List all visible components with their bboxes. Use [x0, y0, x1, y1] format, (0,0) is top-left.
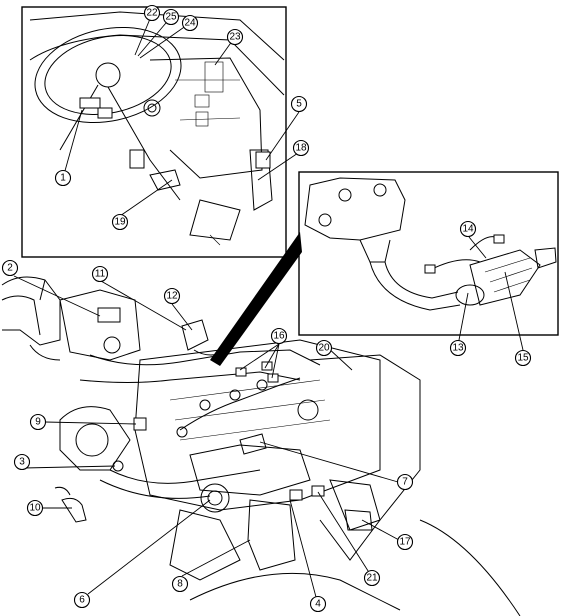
- exhaust-brake-inset: [298, 171, 559, 336]
- callout-3: 3: [13, 453, 31, 471]
- callout-3-label: 3: [19, 457, 25, 468]
- callout-8: 8: [171, 575, 189, 593]
- callout-11: 11: [91, 265, 109, 283]
- callout-15: 15: [514, 349, 532, 367]
- callout-12: 12: [163, 287, 181, 305]
- callout-14: 14: [459, 220, 477, 238]
- inset-pointer-wedge: [210, 232, 302, 366]
- callout-7: 7: [396, 473, 414, 491]
- callout-20-label: 20: [318, 343, 330, 354]
- callout-2: 2: [1, 259, 19, 277]
- callout-9-label: 9: [35, 417, 41, 428]
- callout-10: 10: [26, 499, 44, 517]
- engine-drawing: [1, 276, 521, 616]
- callout-1-label: 1: [60, 173, 66, 184]
- callout-23: 23: [226, 28, 244, 46]
- callout-8-label: 8: [177, 579, 183, 590]
- callout-7-label: 7: [402, 477, 408, 488]
- callout-23-label: 23: [229, 32, 241, 43]
- callout-19: 19: [111, 213, 129, 231]
- callout-16: 16: [270, 327, 288, 345]
- callout-24-label: 24: [184, 18, 196, 29]
- exhaust-inset-frame: [298, 171, 559, 336]
- leader-lines: [13, 13, 524, 598]
- callout-25: 25: [162, 8, 180, 26]
- callout-14-label: 14: [462, 224, 474, 235]
- callout-22-label: 22: [146, 8, 158, 19]
- callout-19-label: 19: [114, 217, 126, 228]
- callout-4: 4: [309, 595, 327, 613]
- callout-5: 5: [290, 95, 308, 113]
- callout-18: 18: [292, 139, 310, 157]
- callout-9: 9: [29, 413, 47, 431]
- cab-interior-inset: [21, 6, 287, 258]
- callout-25-label: 25: [165, 12, 177, 23]
- callout-5-label: 5: [296, 99, 302, 110]
- callout-16-label: 16: [273, 331, 285, 342]
- callout-15-label: 15: [517, 353, 529, 364]
- callout-21-label: 21: [366, 573, 378, 584]
- callout-2-label: 2: [7, 263, 13, 274]
- callout-18-label: 18: [295, 143, 307, 154]
- callout-12-label: 12: [166, 291, 178, 302]
- callout-11-label: 11: [95, 269, 106, 280]
- callout-6-label: 6: [79, 595, 85, 606]
- callout-10-label: 10: [29, 503, 41, 514]
- callout-22: 22: [143, 4, 161, 22]
- callout-6: 6: [73, 591, 91, 609]
- callout-24: 24: [181, 14, 199, 32]
- callout-13: 13: [449, 339, 467, 357]
- callout-4-label: 4: [315, 599, 321, 610]
- callout-21: 21: [363, 569, 381, 587]
- exhaust-drawing: [304, 177, 557, 311]
- callout-1: 1: [54, 169, 72, 187]
- callout-17-label: 17: [399, 537, 411, 548]
- callout-13-label: 13: [452, 343, 464, 354]
- callout-20: 20: [315, 339, 333, 357]
- callout-17: 17: [396, 533, 414, 551]
- dashboard-drawing: [29, 11, 285, 246]
